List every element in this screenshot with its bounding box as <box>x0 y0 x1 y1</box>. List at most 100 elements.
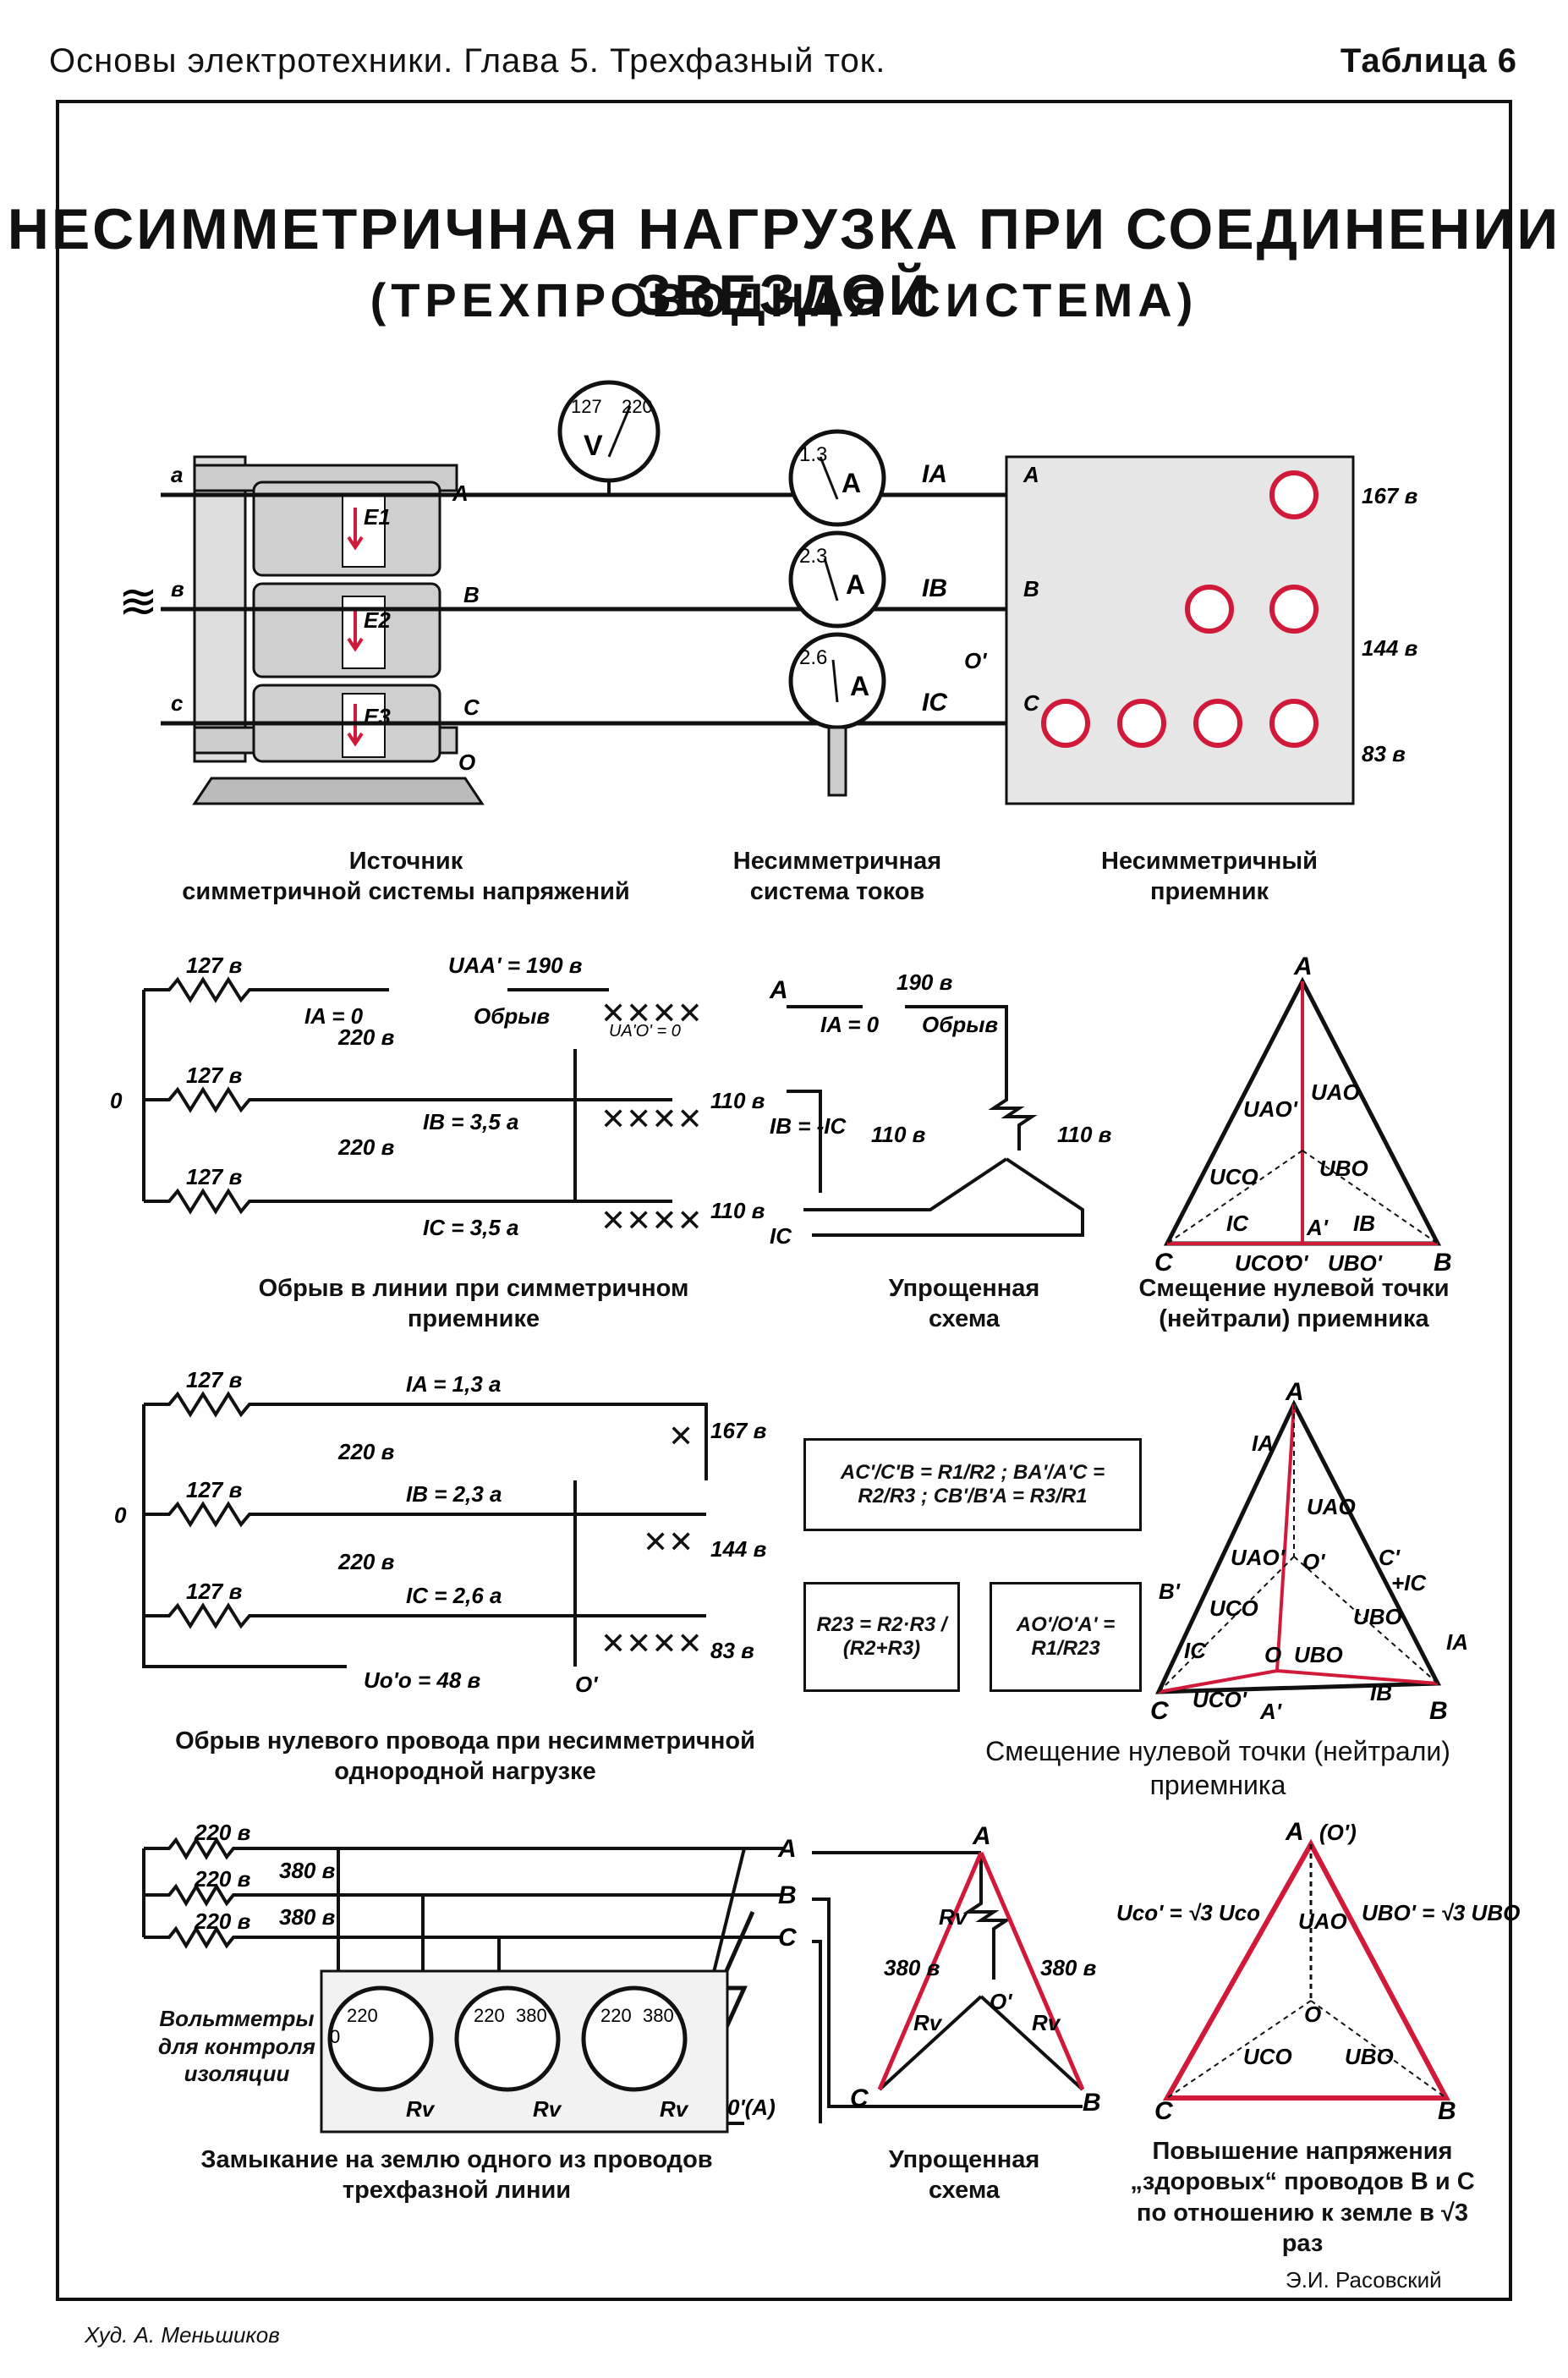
s2v-ic: IC <box>1226 1211 1249 1236</box>
s3v-c1: C' <box>1379 1545 1401 1570</box>
s3-phase-1: 127 в <box>186 1367 243 1392</box>
s3-node-o: 0 <box>114 1502 127 1528</box>
lamp-icons <box>1041 470 1319 748</box>
caption-s4-right: Повышение напряжения „здоровых“ проводов… <box>1130 2138 1475 2257</box>
ammeter-c-value: 2.6 <box>799 646 827 669</box>
section4-circuit: 220 в 220 в 220 в 380 в 380 в A B C 220 … <box>142 1820 798 2134</box>
s2v-uao: UAO <box>1311 1079 1360 1105</box>
s4v-uao: UAO <box>1298 1908 1347 1934</box>
s2-phase-voltage-1: 127 в <box>186 953 243 978</box>
ammeter-c-unit: A <box>850 671 869 701</box>
s4-line-2: 380 в <box>279 1904 336 1930</box>
emf-e2-label: E2 <box>364 607 391 633</box>
s2s-v110b: 110 в <box>1057 1122 1112 1147</box>
s3-line-1: 220 в <box>337 1439 395 1464</box>
s4-vm2-left: 220 <box>474 2005 505 2026</box>
s4-vm1-left: 220 <box>347 2005 378 2026</box>
ammeter-b-unit: A <box>846 569 865 600</box>
wire-a-label: a <box>171 462 183 487</box>
s3-lamp-rows: ✕ ✕✕ ✕✕✕✕ <box>600 1419 703 1661</box>
s3-phase-2: 127 в <box>186 1477 243 1502</box>
s3v-ubo: UBO <box>1353 1604 1402 1629</box>
section4-vector-diagram: A (O') Uco' = √3 Uco UAO UBO' = √3 UBO O… <box>1116 1818 1520 2125</box>
section3-circuit: 0 127 в 127 в 127 в 220 в 220 в IA = 1,3… <box>114 1367 767 1697</box>
s4v-ubo1: UBO' = √3 UBO <box>1362 1900 1520 1925</box>
formula-box-3: AO'/O'A' = R1/R23 <box>990 1582 1142 1692</box>
section2-circuit: 0 127 в 127 в 127 в 220 в 220 в UAA' = 1… <box>110 953 765 1240</box>
transformer-icon <box>192 455 485 805</box>
caption-receiver: Несимметричный приемник <box>1101 848 1318 906</box>
s3-ia: IA = 1,3 а <box>406 1371 502 1397</box>
svg-text:✕✕✕✕: ✕✕✕✕ <box>600 1626 703 1661</box>
ammeter-b-value: 2.3 <box>799 545 827 568</box>
section2-simplified: A 190 в IA = 0 Обрыв IB = -IC IC 110 в 1… <box>769 969 1112 1249</box>
volt-caption: Вольтметры для контроля изоляции <box>158 2006 315 2086</box>
s4s-rv2: Rv <box>913 2010 943 2035</box>
s4v-o1: (O') <box>1319 1820 1357 1845</box>
s3v-uao: UAO <box>1307 1494 1356 1519</box>
s2-uao: UA'O' = 0 <box>609 1022 681 1041</box>
s3-node-o2: O' <box>575 1672 598 1697</box>
s4-vm1-right: 0 <box>330 2026 340 2047</box>
caption-s2-left: Обрыв в линии при симметричном приемнике <box>258 1275 689 1333</box>
s2v-b: B <box>1434 1249 1452 1277</box>
caption-source: Источник симметричной системы напряжений <box>182 848 630 906</box>
wire-b-label: в <box>171 576 184 601</box>
section2-vector-diagram: A UAO' UAO UCO UBO IC IB A' C UCO' O' UB… <box>1154 953 1452 1277</box>
formula-2: R23 = R2·R3 / (R2+R3) <box>816 1613 947 1660</box>
s4v-uco2: UCO <box>1243 2044 1292 2069</box>
s4-phase-2: 220 в <box>194 1866 251 1892</box>
artist-credit: Худ. А. Меньшиков <box>85 2322 280 2348</box>
s3v-ib: IB <box>1370 1680 1392 1705</box>
voltmeter-unit: V <box>584 430 603 462</box>
s3v-b1: B' <box>1159 1579 1181 1604</box>
s2v-a: A <box>1293 953 1313 980</box>
s4s-v380a: 380 в <box>884 1955 940 1980</box>
s2v-uao1: UAO' <box>1243 1096 1298 1122</box>
s3v-a1: A' <box>1259 1699 1282 1724</box>
main-title: НЕСИММЕТРИЧНАЯ НАГРУЗКА ПРИ СОЕДИНЕНИИ З… <box>7 197 1561 327</box>
section3-vector-diagram: A IA UAO UAO' O' C' +IC B' UCO UBO IA IC… <box>1150 1378 1468 1725</box>
svg-text:✕: ✕ <box>668 1419 694 1453</box>
s3v-b: B <box>1429 1697 1448 1725</box>
caption-currents: Несимметричная система токов <box>732 848 942 906</box>
formula-box-1: AC'/C'B = R1/R2 ; BA'/A'C = R2/R3 ; CB'/… <box>803 1438 1142 1531</box>
section4-simplified: A 380 в 380 в Rv Rv Rv O' C B <box>812 1822 1101 2123</box>
load-b-label: B <box>1023 576 1039 601</box>
s4s-o1: O' <box>990 1989 1012 2014</box>
s4-rv-3: Rv <box>660 2096 689 2122</box>
s4s-b: B <box>1083 2089 1101 2117</box>
s2-line-voltage-1: 220 в <box>337 1024 395 1050</box>
svg-text:✕✕✕✕: ✕✕✕✕ <box>600 1101 703 1136</box>
s3v-a: A <box>1285 1378 1304 1406</box>
current-ic-label: IC <box>922 689 948 717</box>
s2s-v190: 190 в <box>896 969 953 995</box>
s3-ib: IB = 2,3 а <box>406 1481 502 1507</box>
s2-v110-1: 110 в <box>710 1088 765 1113</box>
s2-phase-voltage-2: 127 в <box>186 1063 243 1088</box>
s3v-o: O <box>1264 1642 1281 1667</box>
formula-1: AC'/C'B = R1/R2 ; BA'/A'C = R2/R3 ; CB'/… <box>840 1461 1105 1508</box>
terminal-a-label: A <box>452 481 469 506</box>
s3v-uco: UCO <box>1209 1595 1258 1621</box>
s4-rv-2: Rv <box>533 2096 562 2122</box>
s3v-o1: O' <box>1302 1549 1325 1574</box>
ammeter-a-value: 1.3 <box>799 443 827 466</box>
terminal-c-label: C <box>463 695 480 720</box>
s4-line-1: 380 в <box>279 1858 336 1883</box>
s2-node-o: 0 <box>110 1088 123 1113</box>
s4s-a: A <box>972 1822 991 1850</box>
section1-apparatus: ≋ E1 E2 E3 a в с A B C O 127 220 V 1.3 2… <box>118 380 1418 805</box>
emf-e1-label: E1 <box>364 504 391 530</box>
s3v-ubo2: UBO <box>1294 1642 1343 1667</box>
s3v-uco1: UCO' <box>1192 1687 1247 1712</box>
s2s-node-a: A <box>769 976 788 1004</box>
voltmeter-scale-right: 220 <box>622 396 653 417</box>
caption-s4-mid: Упрощенная схема <box>888 2146 1040 2205</box>
load-c-label: C <box>1023 690 1040 716</box>
s3-ic: IC = 2,6 а <box>406 1583 502 1608</box>
s2v-uco: UCO <box>1209 1164 1258 1189</box>
terminal-b-label: B <box>463 582 480 607</box>
load-voltage-2: 144 в <box>1362 635 1418 661</box>
s4-voltmeter-icons <box>327 1985 688 2092</box>
